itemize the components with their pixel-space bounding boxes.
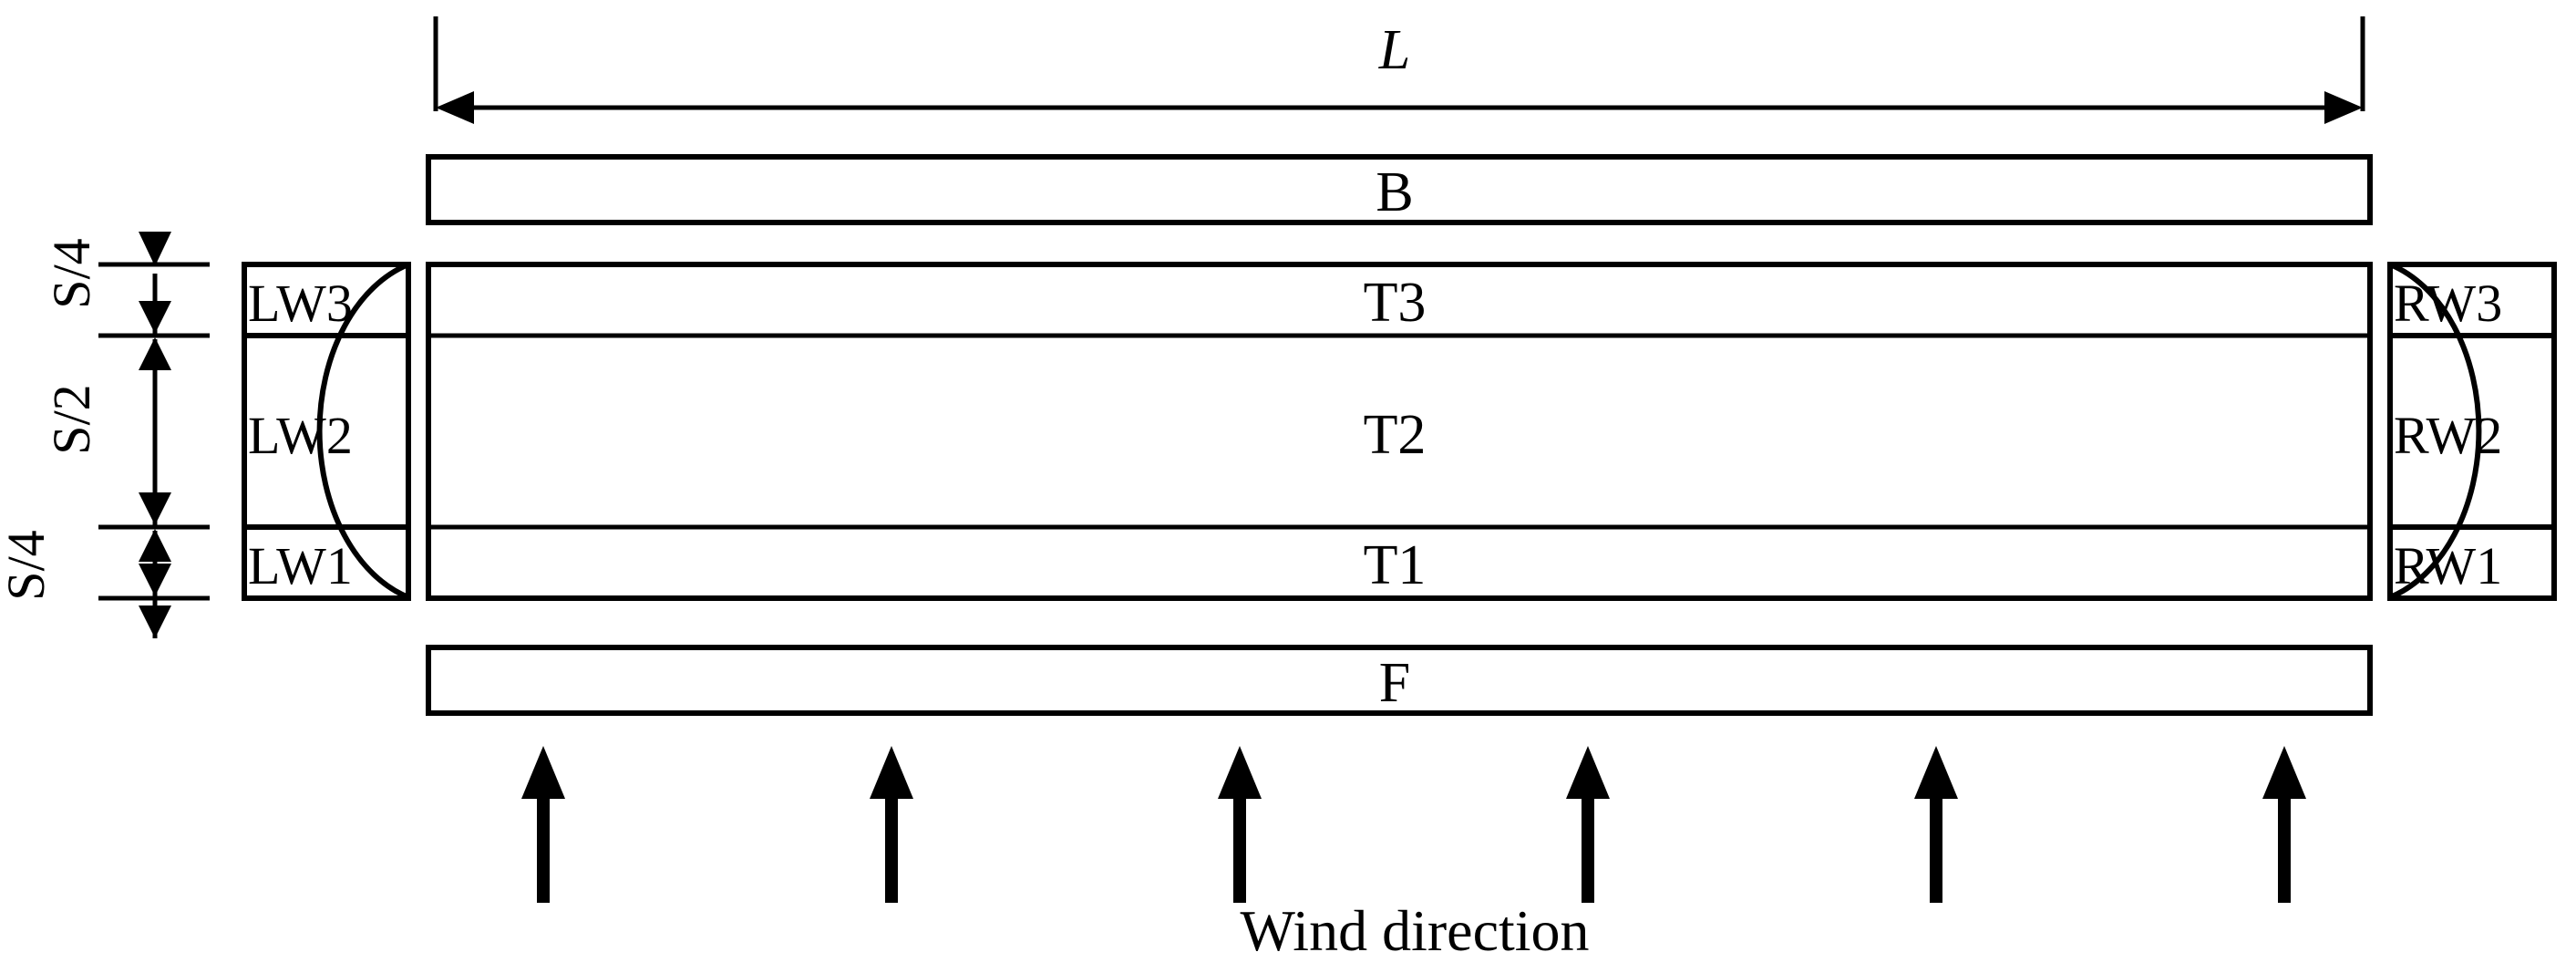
front-surface-group: F [426,645,2373,716]
right-wall-group: RW3 RW2 RW1 [2387,262,2557,601]
width-dim-label-upper: S/4 [42,238,101,308]
length-dimension-group: L [433,16,2365,124]
wind-arrow-head-icon [1218,746,1262,799]
right-wall-3-label: RW3 [2394,274,2502,333]
wind-arrow-head-icon [1566,746,1610,799]
length-dimension-label: L [1378,19,1410,81]
wind-arrow-head-icon [2262,746,2306,799]
right-wall-2-label: RW2 [2394,406,2502,465]
left-wall-1-rect [242,524,411,601]
top-strips-group: T3 T2 T1 [426,262,2373,601]
width-dimension-group: S/4 S/2 S/4 [0,232,210,638]
left-wall-3-label: LW3 [248,274,353,333]
left-wall-2-label: LW2 [248,406,353,465]
left-wall-group: LW3 LW2 LW1 [242,262,411,601]
width-dim-seg1-arrowhead-icon [139,301,171,334]
back-surface-group: B [426,154,2373,225]
right-wall-arc [2388,262,2482,600]
wind-arrow-head-icon [521,746,565,799]
wind-arrow-head-icon [1914,746,1958,799]
wind-arrow [1566,746,1610,903]
width-dim-label-middle: S/2 [42,384,101,454]
front-surface-label: F [1379,652,1410,714]
front-surface-rect [426,645,2373,716]
right-wall-1-label: RW1 [2394,536,2502,595]
top-strip-3-label: T3 [1364,272,1427,334]
length-dim-arrowhead-left-icon [436,91,474,124]
left-wall-1-label: LW1 [248,536,353,595]
wind-arrow [870,746,913,903]
wind-arrow [521,746,565,903]
top-strip-2-label: T2 [1364,404,1427,466]
back-surface-label: B [1376,161,1413,223]
left-wall-arc [316,262,410,600]
wind-arrow [2262,746,2306,903]
wind-arrows-group [521,746,2306,903]
width-dim-seg2-arrowhead-bottom-icon [139,492,171,525]
wind-direction-caption: Wind direction [1240,898,1589,963]
top-strip-1-label: T1 [1364,534,1427,596]
wind-arrow [1218,746,1262,903]
width-dim-seg1-arrowhead-down-icon [139,232,171,266]
length-dim-arrowhead-right-icon [2324,91,2363,124]
back-surface-rect [426,154,2373,225]
width-dim-seg3-arrowhead-icon [139,564,171,596]
width-dim-seg3-arrowhead-down-icon [139,606,171,638]
width-dim-label-lower: S/4 [0,530,56,600]
wind-arrow-head-icon [870,746,913,799]
wind-arrow [1914,746,1958,903]
top-strips-outer-rect [426,262,2373,601]
right-wall-1-rect [2387,524,2557,601]
